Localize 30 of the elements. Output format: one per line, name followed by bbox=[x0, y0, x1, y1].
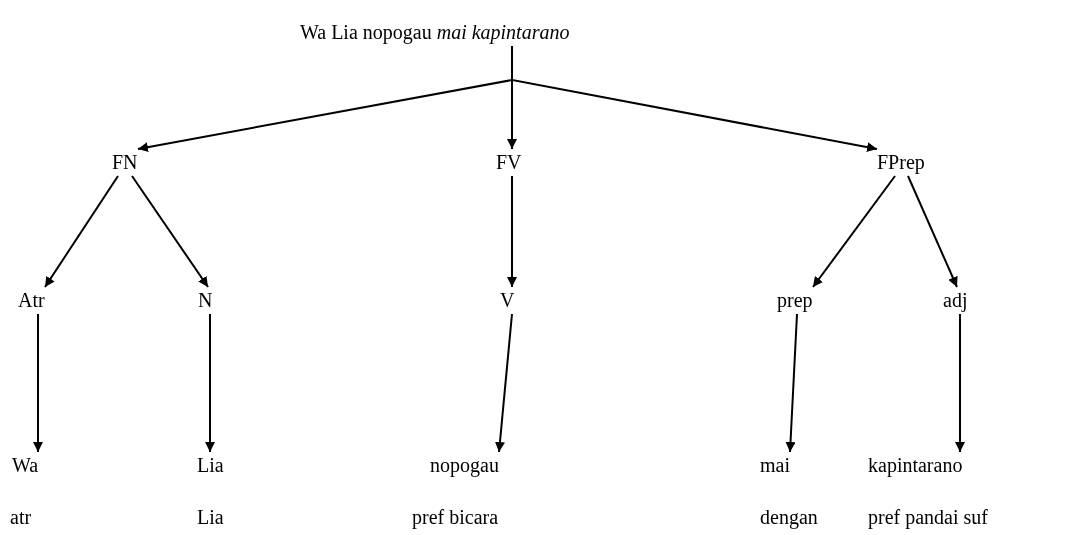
arrow bbox=[44, 175, 119, 288]
word-text: Wa bbox=[12, 453, 39, 477]
gloss-text: dengan bbox=[760, 505, 818, 529]
phrase-label: V bbox=[500, 288, 515, 312]
arrow bbox=[205, 313, 215, 453]
arrow bbox=[511, 45, 878, 153]
arrow bbox=[33, 313, 43, 453]
phrase-label: N bbox=[198, 288, 213, 312]
arrow bbox=[785, 313, 798, 453]
gloss-text: pref pandai suf bbox=[868, 505, 988, 529]
gloss-text: pref bicara bbox=[412, 505, 499, 529]
phrase-label: FPrep bbox=[877, 150, 925, 174]
gloss-text: Lia bbox=[197, 505, 224, 529]
word-text: nopogau bbox=[430, 453, 499, 477]
arrow bbox=[812, 175, 896, 288]
sentence-text: Wa Lia nopogau mai kapintarano bbox=[300, 20, 570, 44]
arrow bbox=[494, 313, 513, 453]
word-text: Lia bbox=[197, 453, 224, 477]
word-text: kapintarano bbox=[868, 453, 963, 477]
arrow bbox=[507, 175, 517, 288]
gloss-text: atr bbox=[10, 505, 32, 529]
arrow bbox=[955, 313, 965, 453]
phrase-label: prep bbox=[777, 288, 813, 312]
phrase-label: FN bbox=[112, 150, 138, 174]
phrase-label: Atr bbox=[18, 288, 45, 312]
arrow bbox=[907, 175, 958, 288]
phrase-label: adj bbox=[943, 288, 968, 312]
word-text: mai bbox=[760, 453, 790, 477]
arrow bbox=[131, 175, 209, 288]
phrase-label: FV bbox=[496, 150, 522, 174]
